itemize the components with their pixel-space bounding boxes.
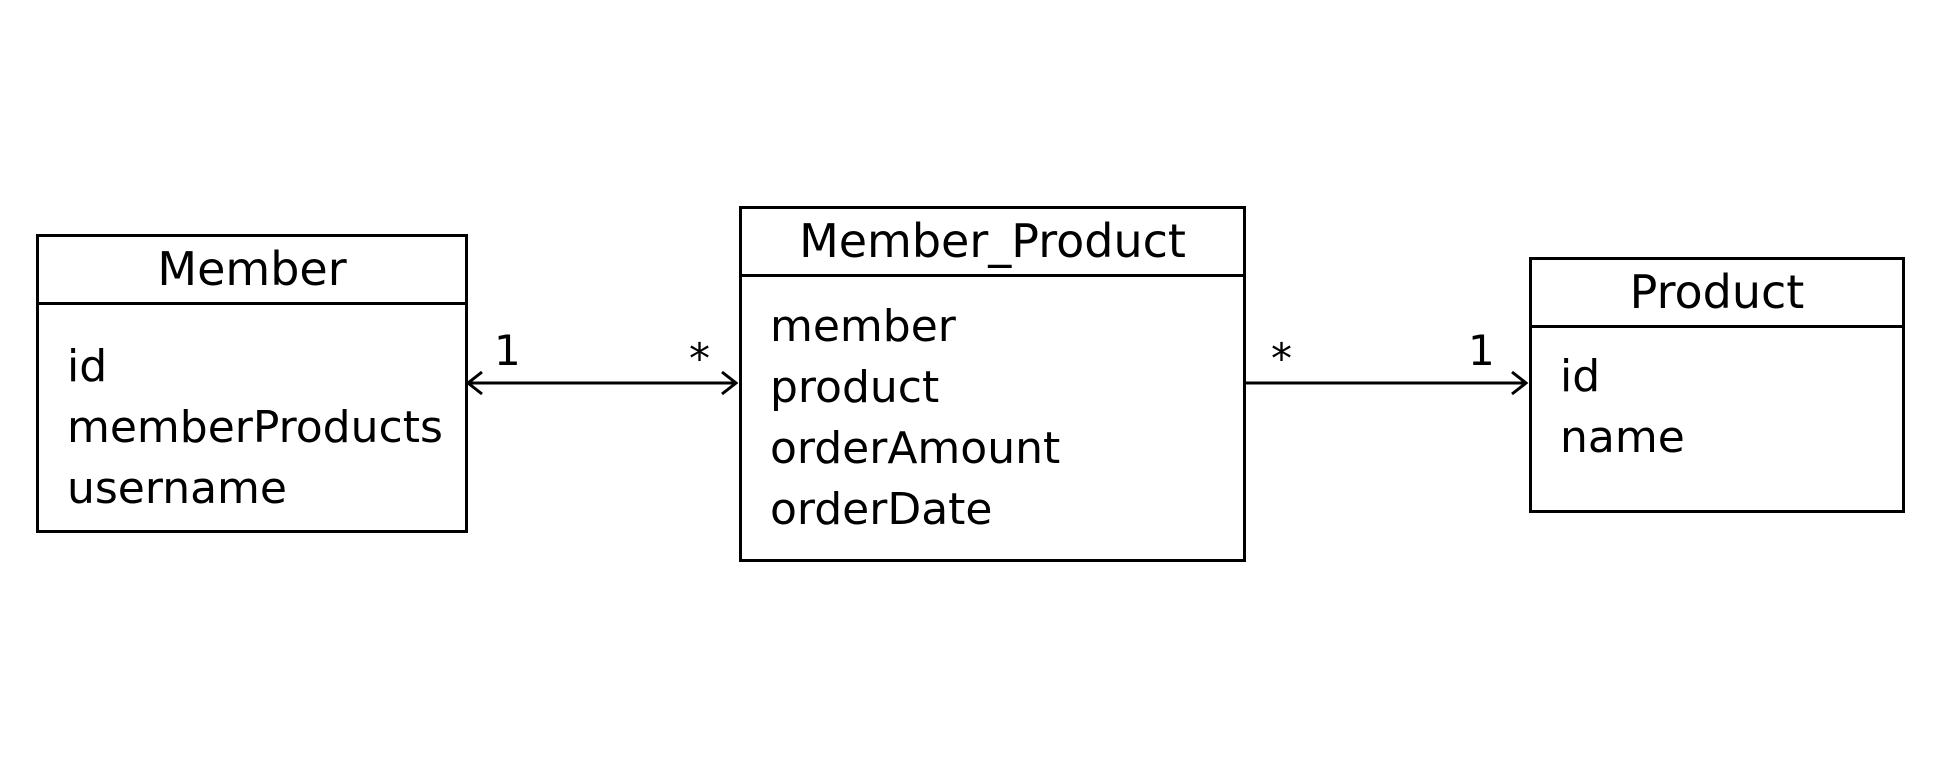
member-field-username: username — [67, 463, 287, 514]
member-end-arrowhead — [465, 370, 483, 396]
member-product-fields: member product orderAmount orderDate — [742, 277, 1243, 540]
member-fields: id memberProducts username — [39, 305, 465, 519]
member-title: Member — [39, 237, 465, 305]
member-product-field-product: product — [770, 362, 940, 413]
member-field-id: id — [67, 341, 108, 392]
member-member-product-association — [465, 370, 739, 396]
product-title: Product — [1532, 260, 1902, 328]
product-field-name: name — [1560, 412, 1685, 463]
member-entity: Member id memberProducts username — [36, 234, 468, 533]
member-product-entity: Member_Product member product orderAmoun… — [739, 206, 1246, 562]
member-product-left-arrowhead — [721, 370, 739, 396]
member-product-field-order-amount: orderAmount — [770, 423, 1061, 474]
product-multiplicity-one: 1 — [1468, 326, 1495, 375]
product-fields: id name — [1532, 328, 1902, 468]
member-product-field-member: member — [770, 301, 956, 352]
member-field-member-products: memberProducts — [67, 402, 443, 453]
product-entity: Product id name — [1529, 257, 1905, 513]
member-product-multiplicity-many-right: * — [1271, 334, 1292, 383]
product-field-id: id — [1560, 351, 1601, 402]
product-end-arrowhead — [1511, 370, 1529, 396]
member-product-product-association — [1246, 370, 1529, 396]
member-product-title: Member_Product — [742, 209, 1243, 277]
member-product-field-order-date: orderDate — [770, 484, 993, 535]
member-multiplicity-one: 1 — [494, 326, 521, 375]
member-product-multiplicity-many-left: * — [689, 334, 710, 383]
